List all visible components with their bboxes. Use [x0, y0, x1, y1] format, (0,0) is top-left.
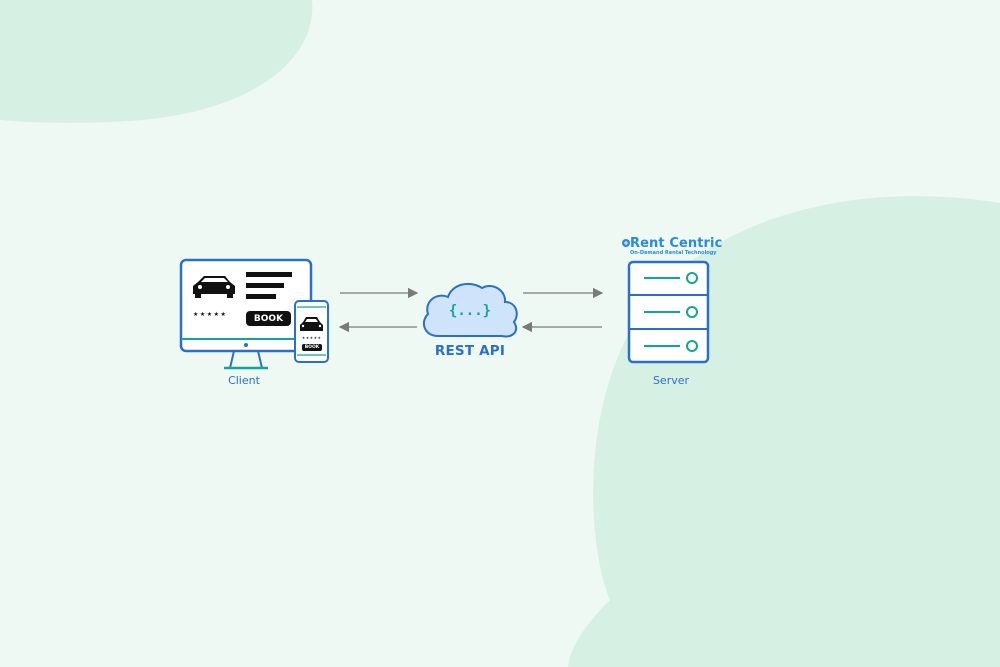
car-icon [193, 276, 235, 298]
brand-name: Rent Centric [630, 236, 723, 251]
server-label: Server [652, 374, 690, 387]
server-icon [627, 260, 710, 364]
rating-stars: ★★★★★ [193, 311, 228, 318]
brand-tagline: On-Demand Rental Technology [630, 250, 717, 256]
mobile-rating-stars: ★★★★★ [302, 336, 322, 340]
rest-api-label: REST API [434, 343, 506, 359]
book-button: BOOK [246, 311, 291, 326]
client-mobile-icon [294, 300, 329, 363]
mobile-car-icon [300, 317, 323, 331]
mobile-book-button: BOOK [302, 344, 322, 351]
client-label: Client [228, 374, 260, 387]
api-braces-symbol: {...} [448, 303, 492, 319]
background-blob-top-left [0, 0, 313, 123]
cloud-icon [422, 282, 518, 338]
rent-centric-logo [622, 239, 630, 247]
